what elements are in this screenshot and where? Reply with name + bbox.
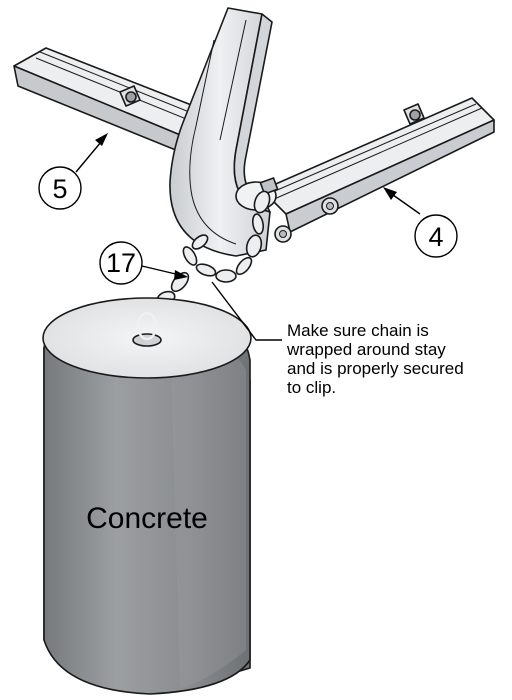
bent-stay: [169, 7, 273, 257]
note-line-1: Make sure chain is: [287, 321, 429, 340]
instruction-note: Make sure chain is wrapped around stay a…: [286, 321, 464, 397]
note-line-4: to clip.: [287, 378, 336, 397]
bolt-icon: [274, 225, 292, 243]
right-rail: [261, 97, 495, 243]
note-line-2: wrapped around stay: [286, 340, 446, 359]
callout-4-number: 4: [428, 222, 443, 252]
callout-5: 5: [38, 133, 108, 210]
eye-bolt-icon: [132, 311, 162, 347]
callout-17: 17: [99, 241, 188, 285]
concrete-label: Concrete: [86, 502, 208, 535]
note-line-3: and is properly secured: [287, 359, 464, 378]
callout-17-number: 17: [106, 248, 136, 278]
note-leader: [211, 281, 282, 341]
callout-5-number: 5: [52, 174, 67, 204]
concrete-weight: Concrete: [42, 297, 252, 695]
callout-4: 4: [383, 187, 458, 258]
bolt-icon: [321, 197, 339, 215]
chain: [148, 190, 271, 321]
